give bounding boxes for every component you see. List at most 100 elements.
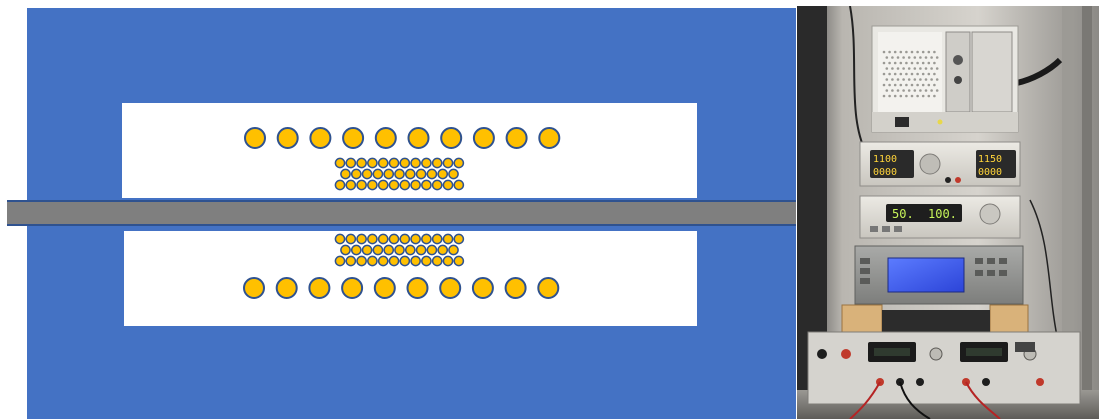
connector-icon bbox=[953, 55, 963, 65]
secondary-coil-turn bbox=[410, 255, 421, 267]
wooden-spacer-block bbox=[841, 304, 883, 333]
vent-hole bbox=[905, 50, 908, 54]
vent-hole bbox=[916, 50, 919, 54]
terminal-icon bbox=[817, 349, 827, 359]
vent-hole bbox=[919, 67, 922, 70]
vent-hole bbox=[933, 61, 936, 65]
vent-hole bbox=[882, 61, 886, 65]
secondary-coil-turn bbox=[415, 168, 427, 180]
secondary-coil-turn bbox=[345, 255, 357, 267]
secondary-coil-turn bbox=[394, 244, 405, 256]
vent-hole bbox=[916, 61, 919, 65]
secondary-coil-turn bbox=[442, 179, 454, 191]
vent-hole bbox=[930, 67, 933, 70]
primary-coil-turn bbox=[244, 127, 266, 149]
vent-hole bbox=[921, 72, 925, 76]
secondary-coil-turn bbox=[334, 179, 346, 191]
terminal-icon bbox=[945, 177, 951, 183]
vent-hole bbox=[891, 89, 894, 92]
secondary-coil-turn bbox=[377, 179, 389, 191]
secondary-coil-turn bbox=[437, 244, 449, 256]
rack-pole bbox=[1062, 6, 1074, 419]
secondary-coil-turn bbox=[340, 168, 351, 180]
vent-hole bbox=[907, 56, 911, 59]
secondary-coil-turn bbox=[367, 233, 378, 245]
secondary-coil-turn bbox=[356, 233, 367, 245]
vent-hole bbox=[888, 83, 891, 87]
secondary-coil-turn bbox=[388, 233, 400, 245]
secondary-coil-turn bbox=[356, 179, 367, 191]
secondary-coil-turn bbox=[356, 157, 367, 169]
primary-coil-turn bbox=[407, 127, 430, 149]
vent-hole bbox=[882, 83, 886, 87]
secondary-coil-turn bbox=[367, 157, 378, 169]
psu-left-current-readout: 0000 bbox=[873, 167, 897, 178]
upper-primary-coil-windings bbox=[244, 127, 561, 149]
adjust-knob-icon bbox=[919, 153, 941, 175]
secondary-coil-turn bbox=[437, 168, 449, 180]
secondary-coil-turn bbox=[388, 157, 400, 169]
vent-hole bbox=[902, 67, 905, 70]
vent-hole bbox=[930, 89, 933, 92]
vent-hole bbox=[907, 67, 911, 70]
secondary-coil-turn bbox=[399, 233, 411, 245]
psu-right-voltage-readout: 1150 bbox=[978, 154, 1002, 165]
secondary-coil-turn bbox=[361, 168, 373, 180]
secondary-coil-turn bbox=[442, 233, 454, 245]
vent-hole bbox=[905, 61, 908, 65]
vent-hole bbox=[924, 78, 928, 81]
secondary-coil-turn bbox=[340, 244, 351, 256]
vent-hole bbox=[924, 56, 928, 59]
vent-hole bbox=[907, 78, 911, 81]
vent-hole bbox=[913, 78, 917, 81]
terminal-icon bbox=[955, 177, 961, 183]
vent-hole bbox=[893, 50, 897, 54]
secondary-coil-turn bbox=[426, 244, 438, 256]
power-switch-icon bbox=[895, 117, 909, 127]
primary-coil-turn bbox=[276, 127, 299, 149]
primary-coil-turn bbox=[505, 127, 528, 149]
vent-hole bbox=[935, 67, 939, 70]
vent-hole bbox=[882, 50, 886, 54]
vent-hole bbox=[924, 89, 928, 92]
primary-coil-turn bbox=[309, 127, 332, 149]
chassis-vent-grille bbox=[882, 50, 939, 98]
primary-coil-turn bbox=[471, 277, 494, 299]
secondary-coil-turn bbox=[350, 168, 362, 180]
vent-hole bbox=[885, 78, 889, 81]
secondary-coil-turn bbox=[431, 255, 443, 267]
secondary-coil-turn bbox=[383, 244, 395, 256]
vent-hole bbox=[935, 56, 939, 59]
secondary-coil-turn bbox=[356, 255, 367, 267]
secondary-coil-turn bbox=[404, 168, 416, 180]
adjust-knob-icon bbox=[979, 203, 1001, 225]
lower-secondary-coil-windings bbox=[334, 233, 465, 267]
primary-coil-turn bbox=[308, 277, 331, 299]
vent-hole bbox=[905, 83, 908, 87]
vent-hole bbox=[905, 72, 908, 76]
secondary-coil-turn bbox=[377, 255, 389, 267]
generator-frequency-readout: 50. bbox=[892, 207, 914, 221]
primary-coil-turn bbox=[439, 277, 462, 299]
vent-hole bbox=[891, 67, 894, 70]
secondary-coil-turn bbox=[334, 255, 346, 267]
secondary-coil-turn bbox=[399, 157, 411, 169]
vent-hole bbox=[893, 94, 897, 98]
vent-hole bbox=[891, 78, 894, 81]
primary-coil-turn bbox=[472, 127, 495, 149]
vent-hole bbox=[891, 56, 894, 59]
vent-hole bbox=[899, 83, 903, 87]
vent-hole bbox=[916, 94, 919, 98]
vent-hole bbox=[913, 56, 917, 59]
vent-hole bbox=[927, 72, 931, 76]
vent-hole bbox=[888, 61, 891, 65]
vent-hole bbox=[885, 56, 889, 59]
primary-coil-turn bbox=[374, 127, 397, 149]
vent-hole bbox=[888, 72, 891, 76]
vent-hole bbox=[921, 94, 925, 98]
secondary-coil-turn bbox=[431, 179, 443, 191]
psu-right-current-readout: 0000 bbox=[978, 167, 1002, 178]
vent-hole bbox=[933, 94, 936, 98]
secondary-coil-turn bbox=[350, 244, 362, 256]
